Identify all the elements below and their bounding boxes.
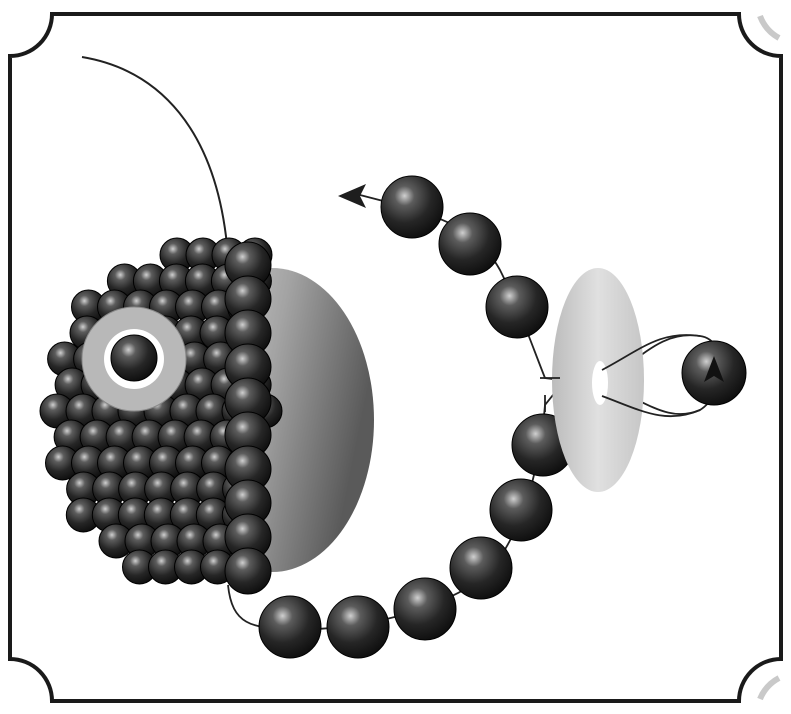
strand-bead [486, 276, 548, 338]
strand-bead [439, 213, 501, 275]
strand-bead [259, 596, 321, 658]
frame-corner-shadow-top-right [760, 16, 779, 38]
ring-center-bead [111, 335, 157, 381]
cap-rim-bead [225, 548, 271, 594]
strand-bead [327, 596, 389, 658]
strand-bead [381, 176, 443, 238]
strand-bead [490, 479, 552, 541]
strand-bead [394, 578, 456, 640]
strand-bead [450, 537, 512, 599]
frame-corner-shadow-bottom-right [760, 678, 779, 699]
